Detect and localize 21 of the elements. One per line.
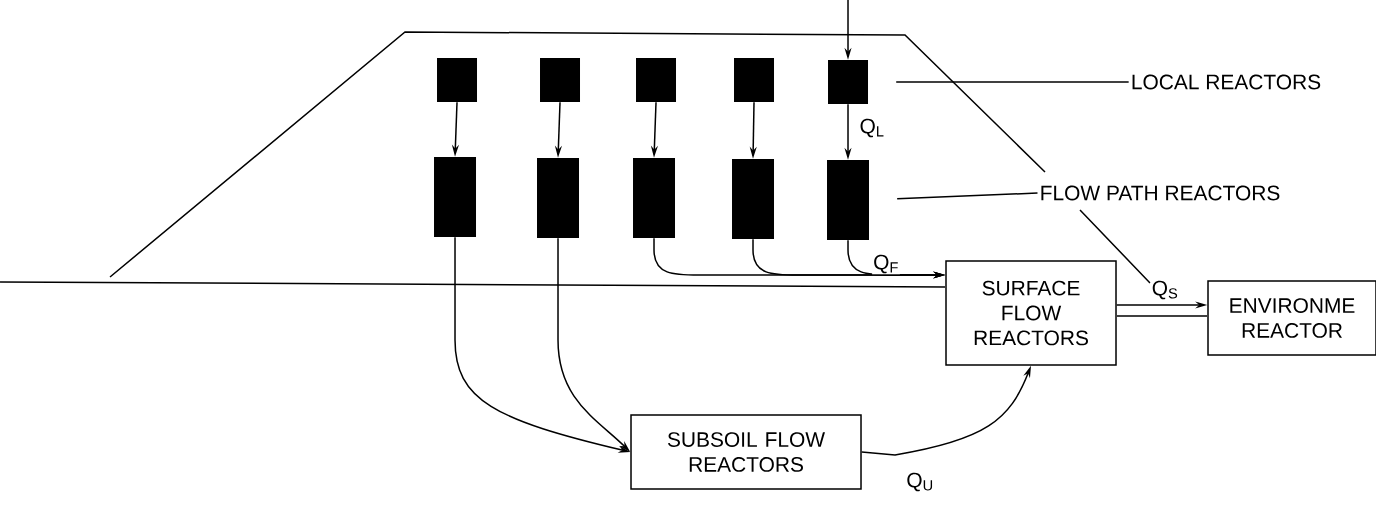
reactor-box: SURFACE FLOW REACTORS bbox=[945, 260, 1117, 366]
reactor-block bbox=[734, 58, 774, 102]
reactor-box: SUBSOIL FLOW REACTORS bbox=[630, 414, 862, 490]
leader-line bbox=[895, 81, 1130, 83]
reactor-block bbox=[434, 157, 476, 237]
leader-label: LOCAL REACTORS bbox=[1132, 74, 1321, 90]
reactor-block bbox=[828, 60, 868, 104]
edge-label: Q$_{U}$ bbox=[905, 471, 935, 493]
reactor-block bbox=[827, 160, 869, 240]
leader-line bbox=[896, 192, 1039, 200]
reactor-block bbox=[437, 58, 477, 102]
reactor-block bbox=[732, 159, 774, 239]
reactor-block bbox=[540, 58, 580, 102]
edge-label: Q$_{F}$ bbox=[872, 253, 900, 275]
reactor-box: ENVIRONME REACTOR bbox=[1207, 280, 1376, 356]
reactor-block bbox=[537, 158, 579, 238]
reactor-block bbox=[633, 158, 675, 238]
leader-label: FLOW PATH REACTORS bbox=[1041, 185, 1280, 201]
edge-label: Q$_{S}$ bbox=[1150, 279, 1180, 301]
reactor-block bbox=[636, 58, 676, 102]
edge-label: Q$_{L}$ bbox=[858, 117, 886, 139]
